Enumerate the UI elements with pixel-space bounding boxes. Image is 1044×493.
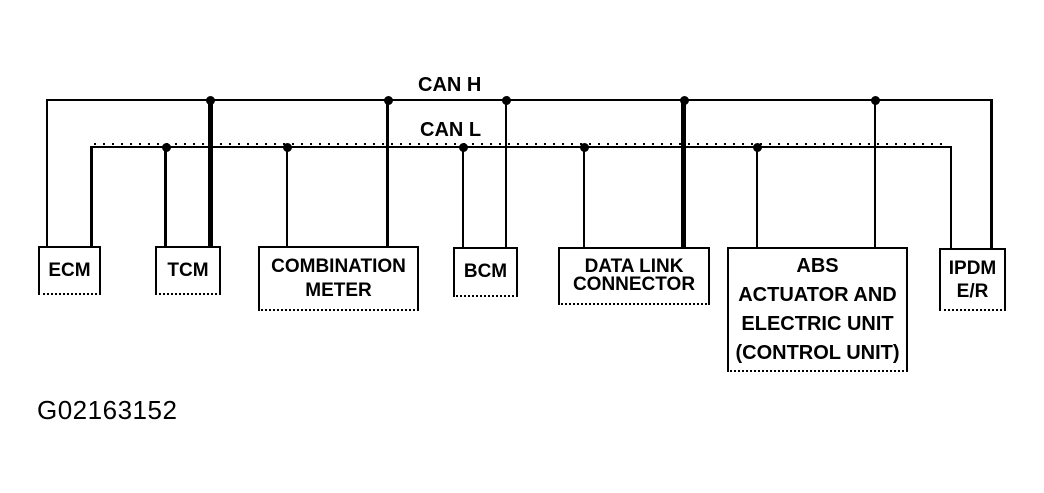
node-box-abs-actuator: ABS ACTUATOR AND ELECTRIC UNIT (CONTROL …	[727, 247, 908, 372]
node-label-line: (CONTROL UNIT)	[735, 341, 900, 364]
can-l-bus-line	[91, 146, 952, 148]
wire-abs-can-l	[756, 146, 758, 249]
wire-ipdm-can-h	[990, 99, 993, 249]
figure-id: G02163152	[37, 395, 178, 425]
junction-dot-can-h-abs	[871, 96, 880, 105]
wire-data-link-connector-can-l	[583, 146, 585, 249]
wire-ipdm-can-l	[950, 146, 952, 249]
junction-dot-can-h-tcm	[206, 96, 215, 105]
can-l-bus-line-dotted-texture	[94, 143, 949, 145]
wire-combination-meter-can-l	[286, 146, 288, 247]
node-box-ecm: ECM	[38, 246, 101, 295]
can-h-bus-label: CAN H	[418, 74, 482, 96]
node-box-tcm: TCM	[155, 246, 221, 295]
node-label-line: DATA LINK	[584, 256, 684, 277]
node-label-line: IPDM	[948, 257, 997, 279]
junction-dot-can-l-data-link-connector	[580, 143, 589, 152]
node-label-line: CONNECTOR	[572, 274, 696, 295]
wire-bcm-can-l	[462, 146, 464, 249]
node-label: TCM	[167, 259, 209, 281]
node-label-line: ACTUATOR AND	[738, 283, 897, 306]
node-box-ipdm-er: IPDM E/R	[939, 248, 1006, 311]
wire-abs-can-h	[874, 99, 876, 249]
can-l-bus-label: CAN L	[420, 119, 482, 141]
node-label-line: COMBINATION	[271, 255, 406, 277]
junction-dot-can-h-bcm	[502, 96, 511, 105]
node-label: BCM	[463, 261, 508, 282]
node-box-data-link-connector: DATA LINK CONNECTOR	[558, 247, 710, 305]
wire-data-link-connector-can-h	[681, 99, 686, 249]
junction-dot-can-l-tcm	[162, 143, 171, 152]
junction-dot-can-l-abs	[753, 143, 762, 152]
wire-ecm-can-h	[46, 99, 48, 247]
node-label-line: E/R	[956, 280, 989, 302]
node-box-bcm: BCM	[453, 247, 518, 297]
node-box-combination-meter: COMBINATION METER	[258, 246, 419, 311]
can-h-bus-line	[47, 99, 993, 101]
junction-dot-can-h-data-link-connector	[680, 96, 689, 105]
junction-dot-can-h-combination-meter	[384, 96, 393, 105]
wire-tcm-can-h	[208, 99, 213, 247]
node-label-line: ELECTRIC UNIT	[741, 312, 894, 335]
wire-bcm-can-h	[505, 99, 507, 249]
junction-dot-can-l-combination-meter	[283, 143, 292, 152]
wire-ecm-can-l	[90, 146, 93, 247]
node-label: ECM	[48, 259, 91, 281]
wire-combination-meter-can-h	[386, 99, 389, 247]
node-label-line: METER	[305, 279, 372, 301]
junction-dot-can-l-bcm	[459, 143, 468, 152]
node-label-line: ABS	[796, 254, 839, 277]
wire-tcm-can-l	[164, 146, 167, 247]
